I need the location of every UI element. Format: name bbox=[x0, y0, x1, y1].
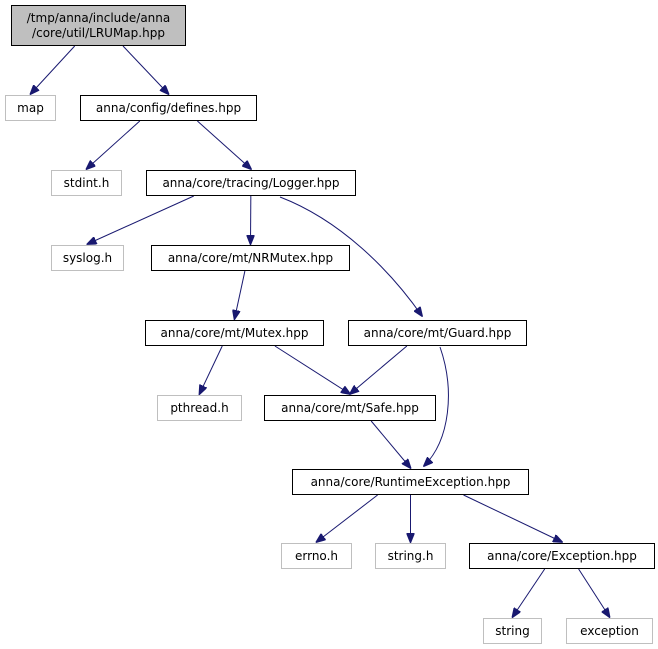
node-safe[interactable]: anna/core/mt/Safe.hpp bbox=[264, 395, 436, 421]
node-box bbox=[566, 618, 653, 644]
edge-guard-to-runtimeexc bbox=[424, 346, 449, 466]
node-label: string.h bbox=[388, 549, 434, 563]
node-errno: errno.h bbox=[281, 543, 352, 569]
edge-logger-to-syslog bbox=[88, 195, 194, 244]
edge-runtimeexc-to-exception_hpp bbox=[463, 494, 562, 542]
node-box bbox=[146, 170, 356, 196]
node-nrmutex[interactable]: anna/core/mt/NRMutex.hpp bbox=[151, 245, 350, 271]
node-box bbox=[375, 543, 446, 569]
node-label: anna/core/Exception.hpp bbox=[487, 549, 637, 563]
edge-defines-to-logger bbox=[197, 120, 251, 169]
edge-runtimeexc-to-errno bbox=[317, 494, 378, 542]
node-stringh: string.h bbox=[375, 543, 446, 569]
edge-exception_hpp-to-string bbox=[513, 568, 546, 617]
node-label: anna/core/mt/Guard.hpp bbox=[364, 326, 512, 340]
node-label: anna/core/mt/Safe.hpp bbox=[281, 401, 419, 415]
edge-exception_hpp-to-exception bbox=[578, 568, 610, 617]
edge-lrumap-to-map bbox=[31, 45, 76, 94]
node-label: /tmp/anna/include/anna bbox=[27, 11, 171, 25]
node-label: anna/core/mt/Mutex.hpp bbox=[160, 326, 308, 340]
node-label: map bbox=[17, 101, 44, 115]
node-label: anna/core/mt/NRMutex.hpp bbox=[168, 251, 333, 265]
edge-lrumap-to-defines bbox=[122, 45, 169, 94]
node-logger[interactable]: anna/core/tracing/Logger.hpp bbox=[146, 170, 356, 196]
node-label: stdint.h bbox=[64, 176, 110, 190]
edge-guard-to-safe bbox=[350, 345, 408, 394]
node-box bbox=[483, 618, 542, 644]
edge-nrmutex-to-mutex bbox=[235, 270, 246, 319]
node-box bbox=[80, 95, 257, 121]
node-exception: exception bbox=[566, 618, 653, 644]
node-exception_hpp[interactable]: anna/core/Exception.hpp bbox=[469, 543, 655, 569]
edge-defines-to-stdint bbox=[87, 120, 141, 169]
node-box bbox=[51, 170, 122, 196]
node-stdint: stdint.h bbox=[51, 170, 122, 196]
node-syslog: syslog.h bbox=[51, 245, 124, 271]
node-box bbox=[292, 469, 529, 495]
node-label: /core/util/LRUMap.hpp bbox=[32, 26, 165, 40]
node-label: syslog.h bbox=[63, 251, 112, 265]
edge-safe-to-runtimeexc bbox=[370, 420, 410, 468]
node-box bbox=[281, 543, 352, 569]
node-label: exception bbox=[580, 624, 639, 638]
node-box bbox=[348, 320, 527, 346]
edge-mutex-to-safe bbox=[274, 345, 350, 394]
node-label: anna/core/tracing/Logger.hpp bbox=[162, 176, 339, 190]
node-box bbox=[151, 245, 350, 271]
node-box bbox=[264, 395, 436, 421]
edge-mutex-to-pthread bbox=[200, 345, 223, 394]
node-label: anna/config/defines.hpp bbox=[96, 101, 241, 115]
node-string: string bbox=[483, 618, 542, 644]
node-box bbox=[5, 95, 56, 121]
edge-logger-to-guard bbox=[279, 196, 422, 316]
node-map: map bbox=[5, 95, 56, 121]
node-guard[interactable]: anna/core/mt/Guard.hpp bbox=[348, 320, 527, 346]
node-label: pthread.h bbox=[170, 401, 228, 415]
node-defines[interactable]: anna/config/defines.hpp bbox=[80, 95, 257, 121]
node-box bbox=[51, 245, 124, 271]
node-label: string bbox=[495, 624, 529, 638]
node-box bbox=[157, 395, 242, 421]
node-box bbox=[469, 543, 655, 569]
node-lrumap[interactable]: /tmp/anna/include/anna/core/util/LRUMap.… bbox=[11, 5, 186, 46]
node-box bbox=[11, 5, 186, 46]
node-runtimeexc[interactable]: anna/core/RuntimeException.hpp bbox=[292, 469, 529, 495]
node-box bbox=[145, 320, 324, 346]
node-pthread: pthread.h bbox=[157, 395, 242, 421]
node-label: errno.h bbox=[295, 549, 338, 563]
node-label: anna/core/RuntimeException.hpp bbox=[311, 475, 511, 489]
node-mutex[interactable]: anna/core/mt/Mutex.hpp bbox=[145, 320, 324, 346]
